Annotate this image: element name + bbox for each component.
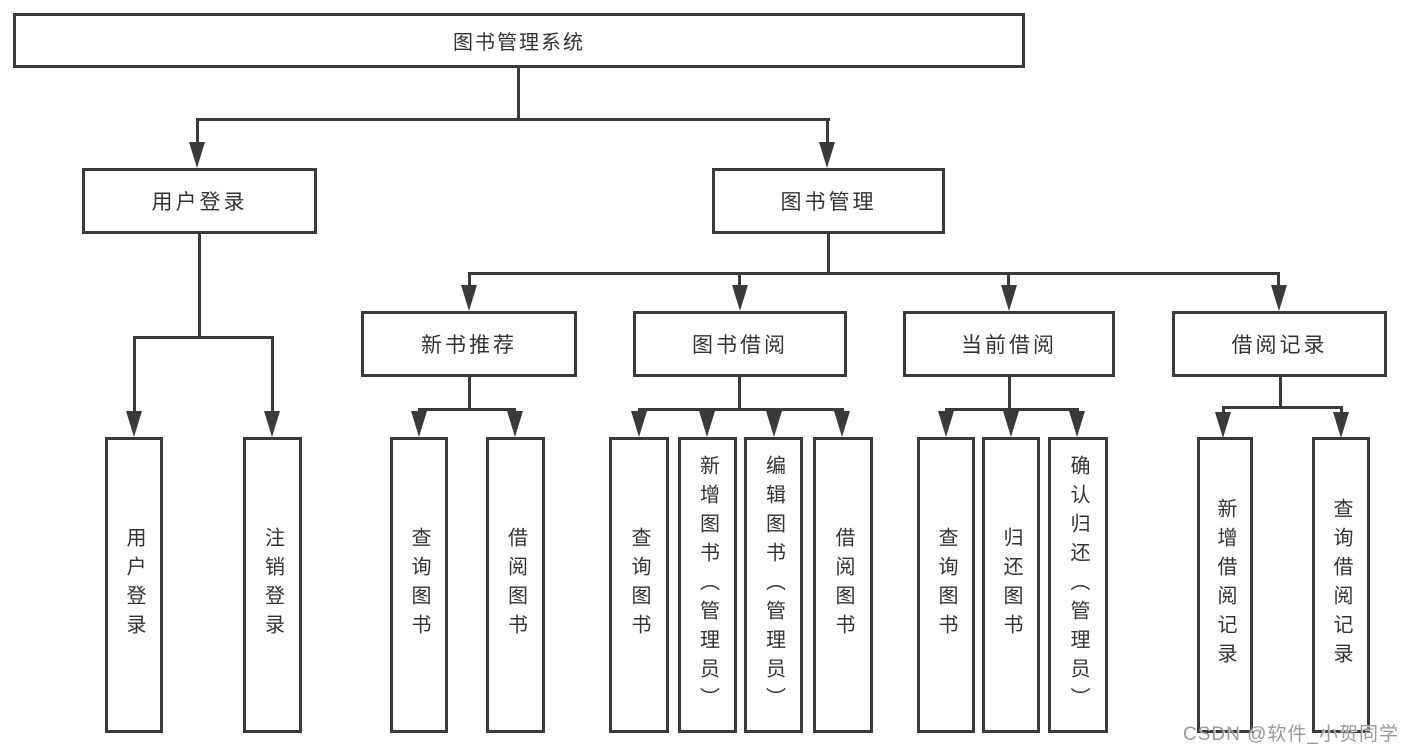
connector-stem — [738, 377, 741, 408]
node-label: 查询图书 — [628, 527, 650, 643]
connector-shaft — [133, 336, 136, 414]
arrowhead-down-icon — [938, 411, 954, 437]
node-borrow-record: 借阅记录 — [1172, 311, 1387, 377]
arrowhead-down-icon — [1271, 285, 1287, 311]
connector-root-stem — [517, 68, 520, 118]
node-label: 查询图书 — [935, 527, 957, 643]
connector-bar — [638, 408, 843, 411]
leaf-borrow-books: 借阅图书 — [813, 437, 873, 733]
connector-bar — [468, 272, 1280, 275]
connector-shaft — [826, 118, 829, 148]
node-label: 借阅图书 — [832, 527, 854, 643]
connector-shaft — [1340, 406, 1343, 416]
connector-bar — [418, 408, 516, 411]
leaf-query-borrow-record: 查询借阅记录 — [1312, 437, 1370, 733]
connector-shaft — [1007, 272, 1010, 288]
arrowhead-down-icon — [507, 411, 523, 437]
node-label: 借阅记录 — [1231, 334, 1328, 357]
leaf-return-books: 归还图书 — [982, 437, 1040, 733]
arrowhead-down-icon — [1215, 412, 1231, 438]
connector-shaft — [468, 272, 471, 288]
leaf-borrow-books: 借阅图书 — [486, 437, 545, 733]
leaf-query-books: 查询图书 — [390, 437, 448, 733]
arrowhead-down-icon — [631, 411, 647, 437]
node-user-login: 用户登录 — [82, 168, 317, 234]
leaf-edit-books-admin: 编辑图书（管理员） — [744, 437, 803, 733]
arrowhead-down-icon — [699, 411, 715, 437]
connector-shaft — [1222, 406, 1225, 416]
node-label: 注销登录 — [261, 527, 284, 643]
node-label: 查询借阅记录 — [1330, 498, 1352, 672]
connector-stem — [1279, 377, 1282, 406]
node-label: 查询图书 — [408, 527, 430, 643]
connector-stem — [198, 234, 201, 336]
connector-shaft — [1277, 272, 1280, 288]
connector-shaft — [196, 118, 199, 148]
arrowhead-down-icon — [264, 411, 280, 437]
leaf-logout: 注销登录 — [243, 437, 302, 733]
leaf-query-books: 查询图书 — [609, 437, 669, 733]
leaf-user-login: 用户登录 — [105, 437, 163, 733]
leaf-add-books-admin: 新增图书（管理员） — [678, 437, 737, 733]
arrowhead-down-icon — [1069, 411, 1085, 437]
node-label: 编辑图书（管理员） — [762, 454, 785, 716]
arrowhead-down-icon — [819, 142, 835, 168]
arrowhead-down-icon — [1001, 285, 1017, 311]
connector-stem — [1008, 377, 1011, 408]
arrowhead-down-icon — [834, 411, 850, 437]
csdn-watermark: CSDN @软件_小贺同学 — [1183, 724, 1399, 745]
connector-stem — [468, 377, 471, 408]
node-label: 新增图书（管理员） — [696, 454, 719, 716]
node-label: 图书借阅 — [692, 334, 788, 357]
arrowhead-down-icon — [1333, 412, 1349, 438]
node-new-book-recommend: 新书推荐 — [361, 311, 577, 377]
node-label: 用户登录 — [123, 527, 145, 643]
arrowhead-down-icon — [732, 285, 748, 311]
connector-bar — [1222, 406, 1343, 409]
node-label: 归还图书 — [1000, 527, 1022, 643]
connector-root-bar — [196, 118, 830, 121]
node-book-management: 图书管理 — [712, 168, 945, 234]
connector-shaft — [738, 272, 741, 288]
node-label: 确认归还（管理员） — [1067, 454, 1089, 716]
leaf-query-books: 查询图书 — [917, 437, 975, 733]
connector-bar — [133, 336, 274, 339]
leaf-add-borrow-record: 新增借阅记录 — [1197, 437, 1253, 733]
arrowhead-down-icon — [189, 142, 205, 168]
connector-shaft — [271, 336, 274, 414]
node-label: 用户登录 — [151, 191, 248, 214]
node-label: 新书推荐 — [421, 334, 517, 357]
node-label: 借阅图书 — [504, 527, 527, 643]
node-label: 图书管理 — [780, 191, 877, 214]
node-current-borrow: 当前借阅 — [903, 311, 1115, 377]
node-label: 当前借阅 — [961, 334, 1057, 357]
arrowhead-down-icon — [766, 411, 782, 437]
node-book-borrow: 图书借阅 — [633, 311, 847, 377]
arrowhead-down-icon — [1003, 411, 1019, 437]
leaf-confirm-return-admin: 确认归还（管理员） — [1048, 437, 1108, 733]
arrowhead-down-icon — [411, 411, 427, 437]
connector-stem — [827, 234, 830, 272]
node-label: 图书管理系统 — [453, 32, 585, 54]
arrowhead-down-icon — [461, 285, 477, 311]
node-label: 新增借阅记录 — [1214, 498, 1236, 672]
node-library-management-system: 图书管理系统 — [13, 13, 1025, 68]
arrowhead-down-icon — [126, 411, 142, 437]
